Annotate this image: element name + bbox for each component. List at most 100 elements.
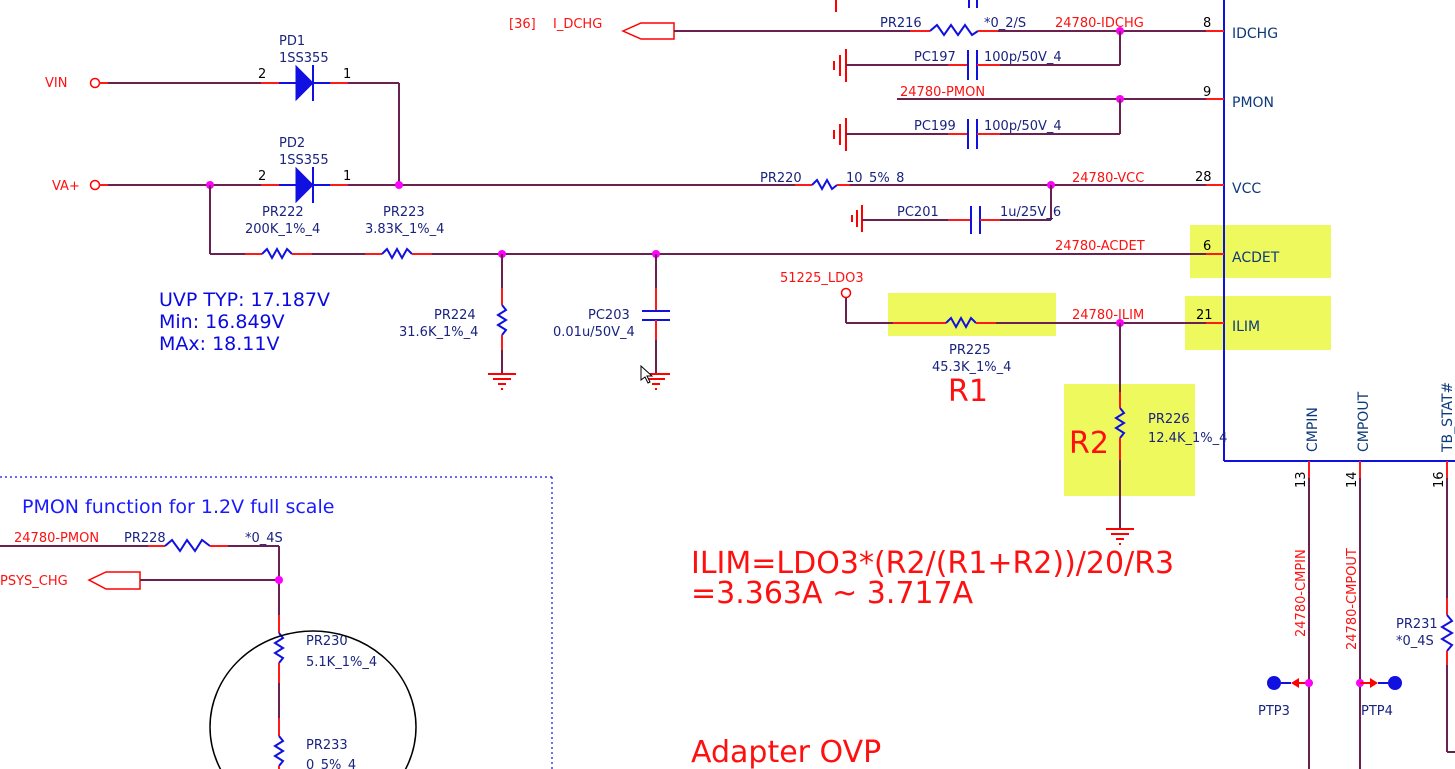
ptp3-ref: PTP3 [1258,704,1290,719]
pin-number-21: 21 [1196,308,1213,323]
resistor-pr226[interactable]: PR226 12.4K_1%_4 [1114,323,1227,528]
ptp4-ref: PTP4 [1361,704,1393,719]
psys-chg-label: PSYS_CHG [0,574,68,589]
psys-chg-port[interactable]: PSYS_CHG [0,571,141,590]
resistor-pr226-icon [1114,407,1126,439]
i-dchg-label: I_DCHG [553,17,602,32]
pin-name-cmpout: CMPOUT [1356,391,1372,452]
output-port-icon [87,571,141,590]
resistor-pr233-icon [273,735,285,767]
pd1-pin-a: 2 [258,67,266,82]
pmon-block-frame [0,476,553,769]
pc199-ref: PC199 [914,119,956,134]
pr225-value: 45.3K_1%_4 [932,360,1011,375]
capacitor-pc199[interactable]: PC199 100p/50V_4 [833,99,1121,151]
ldo3-terminal-icon[interactable] [840,287,852,299]
r2-label: R2 [1069,426,1109,461]
pd1-value: 1SS355 [279,51,329,66]
uvp-min-note: Min: 16.849V [159,311,285,333]
resistor-pr224-icon [496,304,508,336]
pd1-pin-k: 1 [343,67,351,82]
pc201-ref: PC201 [897,205,939,220]
test-point-ptp3[interactable]: PTP3 [1258,676,1313,719]
pr233-value: 0_5%_4 [306,758,356,769]
pr224-value: 31.6K_1%_4 [399,325,478,340]
i-dchg-port[interactable]: [36] I_DCHG [509,17,675,40]
cmpin-net-label: 24780-CMPIN [1294,549,1309,637]
pr226-value: 12.4K_1%_4 [1148,431,1227,446]
uvp-typ-note: UVP TYP: 17.187V [159,289,330,311]
pd2-pin-a: 2 [258,169,266,184]
pr225-ref: PR225 [949,343,991,358]
pc203-value: 0.01u/50V_4 [553,325,635,340]
pr231-ref: PR231 [1396,617,1438,632]
highlight-r2 [1064,384,1195,496]
capacitor-pc203[interactable]: PC203 0.01u/50V_4 [553,254,670,373]
pc197-ref: PC197 [914,50,956,65]
pr223-value: 3.83K_1%_4 [365,222,444,237]
pd1-ref: PD1 [279,34,305,49]
pin-number-9: 9 [1203,85,1211,100]
resistor-pr230-icon [273,632,285,664]
pin-name-idchg: IDCHG [1232,26,1278,42]
acdet-net-label: 24780-ACDET [1055,239,1145,254]
idchg-net-label: 24780-IDCHG [1055,16,1144,31]
resistor-pr223-icon [381,246,413,261]
pr216-value: *0_2/S [984,16,1026,31]
vcc-net-label: 24780-VCC [1072,171,1144,186]
junction-dot [395,181,403,189]
ldo3-port[interactable]: 51225_LDO3 [780,271,864,299]
ic-body [1223,0,1455,462]
pd2-ref: PD2 [279,136,305,151]
pr222-ref: PR222 [262,205,304,220]
test-point-icon [1388,676,1402,690]
capacitor-pc197[interactable]: PC197 100p/50V_4 [833,31,1121,82]
diode-pd2-icon [295,166,314,204]
resistor-pr231-icon [1440,614,1454,652]
pr222-value: 200K_1%_4 [245,222,320,237]
ilim-formula: ILIM=LDO3*(R2/(R1+R2))/20/R3 [691,546,1174,581]
pr224-ref: PR224 [434,308,476,323]
resistor-pr220[interactable]: PR220 10_5%_8 [760,171,904,192]
pmon-block-net-label: 24780-PMON [14,531,99,546]
resistor-pr222-icon [261,246,293,261]
resistor-pr228[interactable]: PR228 *0_4S [124,531,283,553]
resistor-pr224[interactable]: PR224 31.6K_1%_4 [399,254,508,373]
highlight-acdet [1190,225,1331,278]
ground-icon [851,205,863,232]
mouse-cursor-icon [640,364,654,384]
pr226-ref: PR226 [1148,412,1190,427]
diode-pd2[interactable]: PD2 1SS355 2 1 [258,136,351,204]
resistor-pr228-icon [164,538,211,553]
va-plus-label: VA+ [52,179,80,194]
diode-pd1[interactable]: PD1 1SS355 2 1 [258,34,351,102]
ldo3-label: 51225_LDO3 [780,271,864,286]
test-point-ptp4[interactable]: PTP4 [1356,676,1402,719]
pin-number-28: 28 [1195,170,1212,185]
ground-icon [833,49,847,82]
resistor-pr222[interactable]: PR222 200K_1%_4 [245,205,320,261]
vin-port[interactable]: VIN [45,76,101,91]
resistor-pr216[interactable]: PR216 *0_2/S [880,16,1026,37]
pin-name-pmon: PMON [1232,95,1274,111]
pin-name-acdet: ACDET [1232,250,1280,266]
resistor-pr231[interactable]: PR231 *0_4S [1396,598,1455,753]
capacitor-pc201[interactable]: PC201 1u/25V_6 [851,185,1061,234]
adapter-ovp-heading: Adapter OVP [691,735,881,769]
va-plus-port[interactable]: VA+ [52,179,101,194]
va-plus-terminal-icon[interactable] [89,179,101,191]
pd2-value: 1SS355 [279,153,329,168]
resistor-pr223[interactable]: PR223 3.83K_1%_4 [365,205,444,261]
pr233-ref: PR233 [306,738,348,753]
vin-terminal-icon[interactable] [89,77,101,89]
cmpout-net-label: 24780-CMPOUT [1345,548,1360,650]
resistor-pr225-icon [945,315,977,330]
pr230-value: 5.1K_1%_4 [306,655,377,670]
resistor-pr233[interactable]: PR233 0_5%_4 [273,718,356,769]
resistor-pr230[interactable]: PR230 5.1K_1%_4 [273,615,377,718]
diode-pd1-icon [295,64,314,102]
test-point-icon [1267,676,1281,690]
ground-icon [1106,528,1134,545]
pin-name-ilim: ILIM [1232,319,1260,335]
resistor-pr225[interactable]: PR225 45.3K_1%_4 [893,315,1011,375]
